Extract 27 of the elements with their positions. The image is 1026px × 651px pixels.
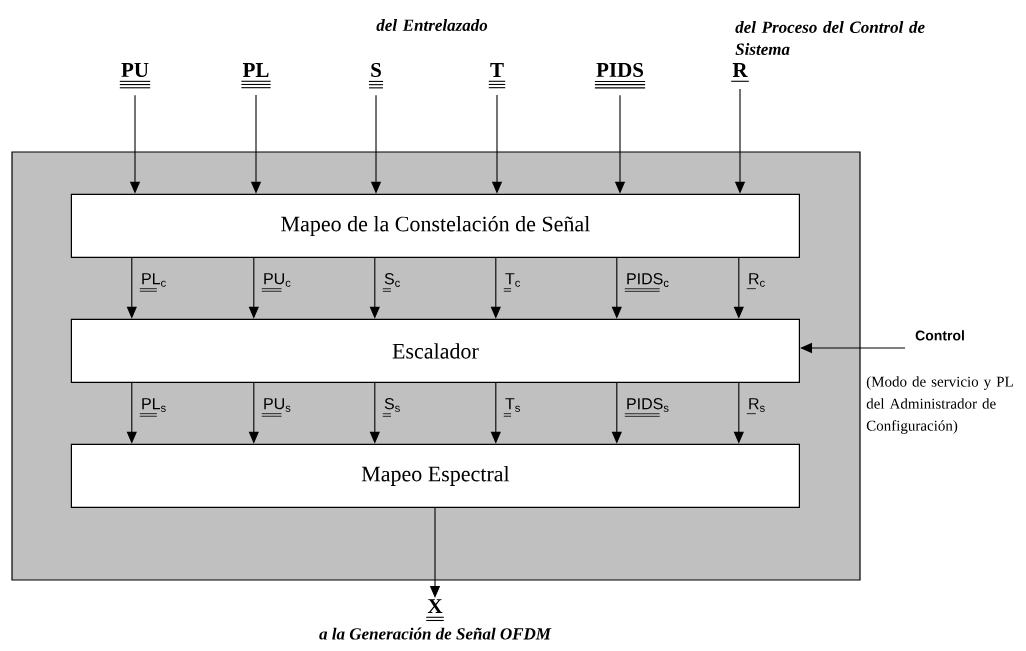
heading-text: del Entrelazado	[376, 19, 488, 31]
edge-label: S$_{c}$	[382, 273, 400, 292]
edge-label: Control	[915, 330, 964, 341]
signal-name: PL	[240, 63, 272, 89]
edge-label: PIDS$_{c}$	[624, 273, 669, 292]
signal-name: R	[730, 63, 750, 82]
edge-label: PU$_{s}$	[261, 398, 291, 417]
edge-label: PU$_{c}$	[261, 273, 291, 292]
process-box: Mapeo de la Constelación de Señal	[70, 193, 800, 258]
edge-label: PIDS$_{s}$	[624, 398, 669, 417]
edge-label: R$_{s}$	[746, 398, 765, 415]
edge-label: R$_{c}$	[746, 273, 765, 290]
edge-label: T$_{c}$	[503, 273, 521, 292]
signal-name: PU	[119, 63, 151, 89]
signal-name: PIDS	[594, 62, 646, 89]
edge-label: PL$_{c}$	[139, 273, 166, 292]
note-text: (Modo de servicio y PL del Administrador de Configuración)	[866, 376, 1013, 434]
edge-label: PL$_{s}$	[139, 398, 166, 417]
process-box: Escalador	[70, 318, 800, 383]
process-box: Mapeo Espectral	[70, 443, 800, 508]
heading-text: del Proceso del Control de Sistema	[735, 21, 925, 55]
signal-name: S	[368, 62, 384, 89]
edge-label: S$_{s}$	[382, 398, 400, 417]
node-label: a la Generación de Señal OFDM	[319, 627, 552, 640]
edge-label: T$_{s}$	[503, 398, 520, 417]
signal-name: X	[425, 599, 445, 622]
signal-name: T	[488, 63, 506, 89]
